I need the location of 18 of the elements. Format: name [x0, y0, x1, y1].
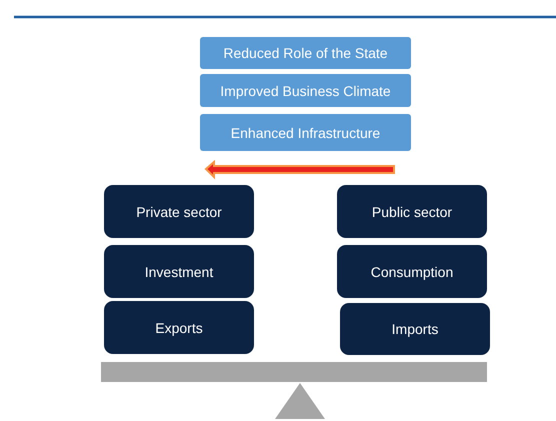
factor-box [200, 74, 411, 107]
box-label: Consumption [370, 264, 454, 280]
box-label: Improved Business Climate [220, 82, 391, 98]
factor-box [200, 114, 411, 151]
sector-box [337, 245, 487, 298]
box-label: Public sector [372, 204, 452, 220]
factor-box [200, 37, 411, 69]
box-label: Exports [155, 320, 203, 336]
box-label: Private sector [136, 204, 222, 220]
box-label: Investment [144, 264, 214, 280]
sector-box [340, 303, 490, 355]
box-label: Reduced Role of the State [223, 45, 388, 61]
sector-box [104, 301, 254, 354]
box-label: Enhanced Infrastructure [230, 124, 380, 140]
box-label: Imports [392, 321, 438, 337]
sector-box [337, 185, 487, 238]
sector-box [104, 185, 254, 238]
sector-box [104, 245, 254, 298]
